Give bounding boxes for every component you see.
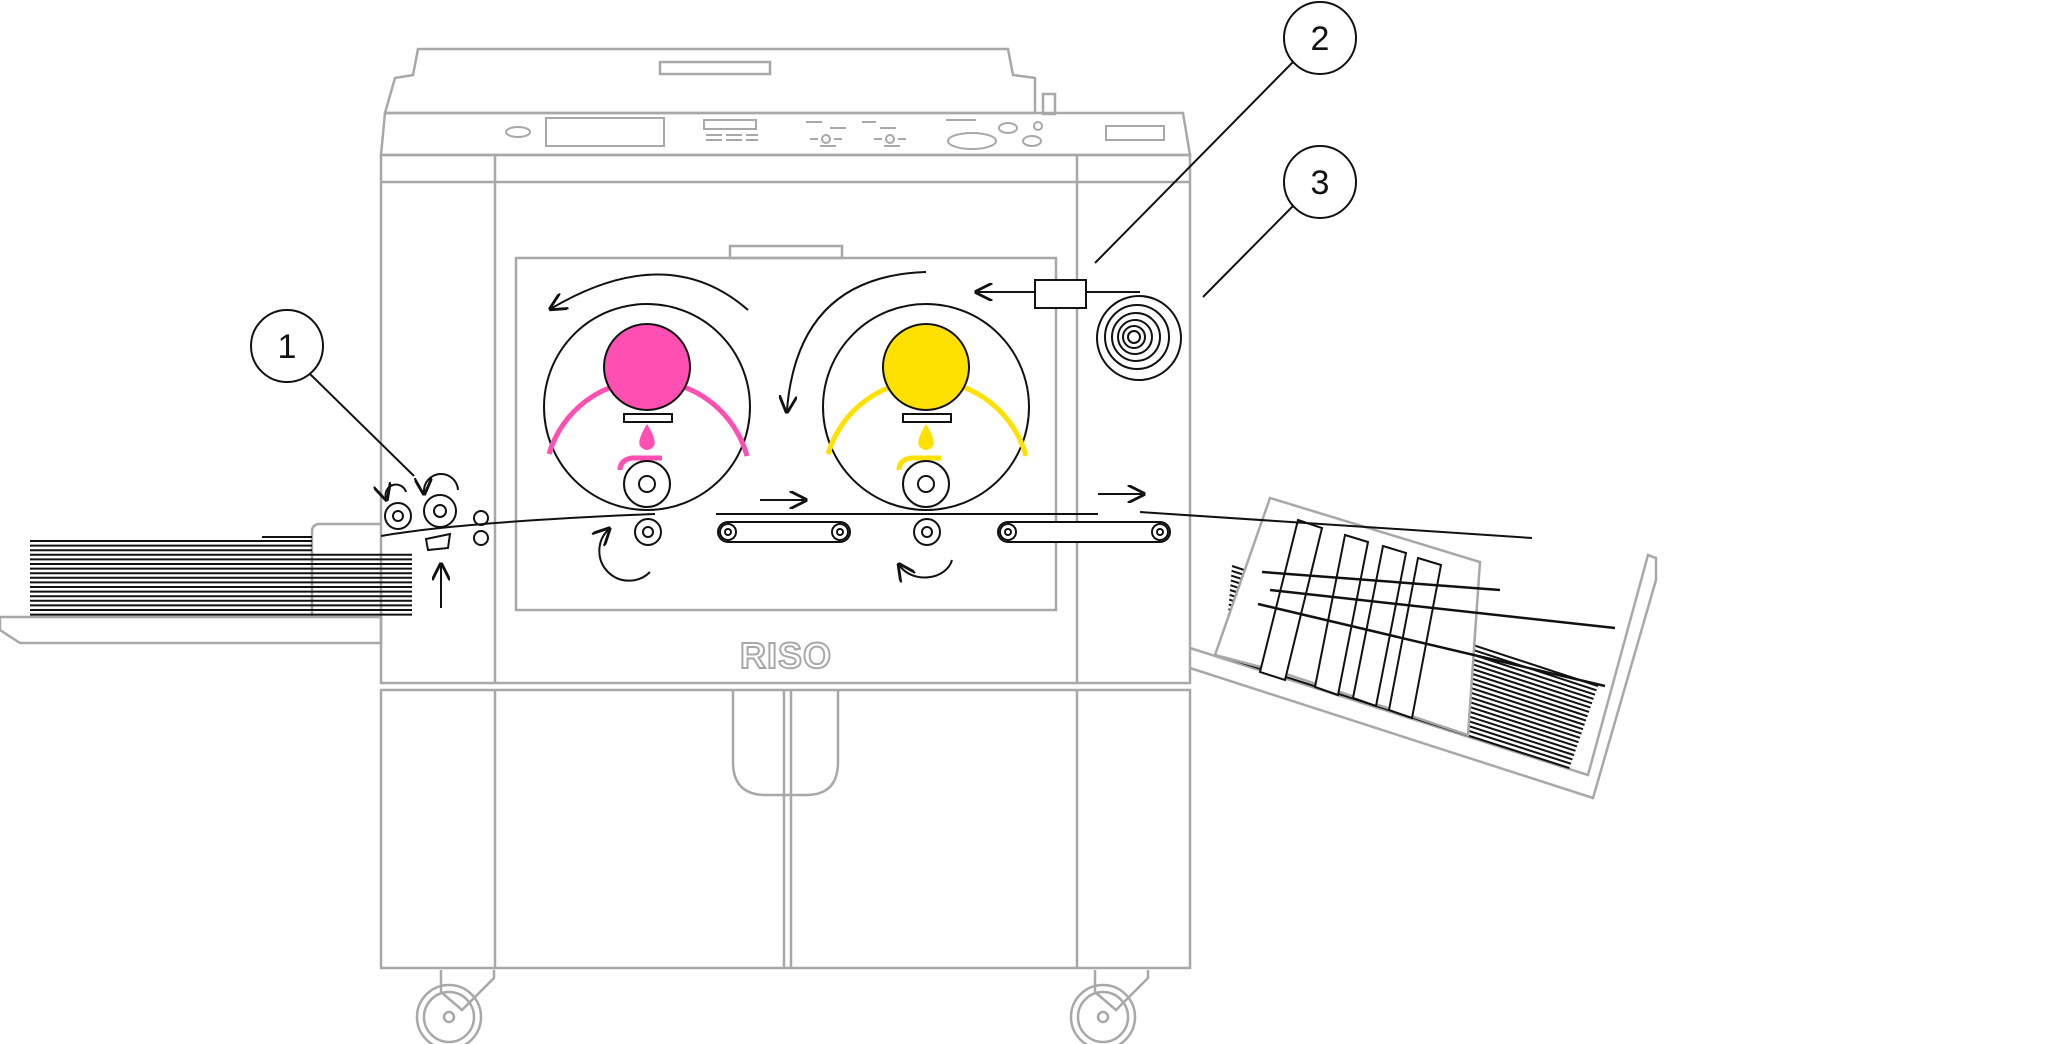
scanner-lid: [385, 49, 1035, 113]
ink-cartridge-pink: [604, 324, 690, 410]
callout-3-label: 3: [1311, 164, 1330, 202]
drum-1: [544, 304, 750, 581]
stand-handle: [733, 690, 838, 795]
main-cabinet: [381, 155, 1190, 683]
callout-1-label: 1: [278, 328, 297, 366]
start-button: [948, 133, 996, 149]
caster-wheel-icon: [1071, 985, 1135, 1044]
ink-drop-yellow: [918, 424, 933, 450]
master-unit: [978, 280, 1181, 380]
control-panel: [381, 113, 1190, 155]
caster-left: [417, 970, 494, 1044]
brand-logo: RISO: [740, 635, 832, 676]
ink-cartridge-yellow: [883, 324, 969, 410]
conveyor-1: [718, 522, 850, 542]
master-cutter: [1035, 280, 1086, 308]
input-paper-stack: [30, 537, 412, 615]
callout-1: 1: [251, 310, 414, 476]
lower-stand: [381, 690, 1190, 968]
conveyor-2: [998, 522, 1170, 542]
caster-wheel-icon: [417, 985, 481, 1044]
control-panel-details: [506, 118, 1164, 149]
inner-window: [516, 258, 1056, 610]
caster-right: [1071, 970, 1148, 1044]
lid-handle: [660, 62, 770, 74]
callout-3: 3: [1203, 146, 1356, 297]
panel-display: [546, 118, 664, 146]
lid-hinge: [1043, 94, 1055, 114]
direction-arrows: [760, 494, 1142, 500]
ink-drop-pink: [639, 424, 654, 450]
feed-tray: [0, 617, 381, 643]
master-roll-icon: [1097, 296, 1181, 380]
callout-2-label: 2: [1311, 20, 1330, 58]
machine-body: [0, 49, 1656, 968]
callout-2: 2: [1095, 2, 1356, 263]
